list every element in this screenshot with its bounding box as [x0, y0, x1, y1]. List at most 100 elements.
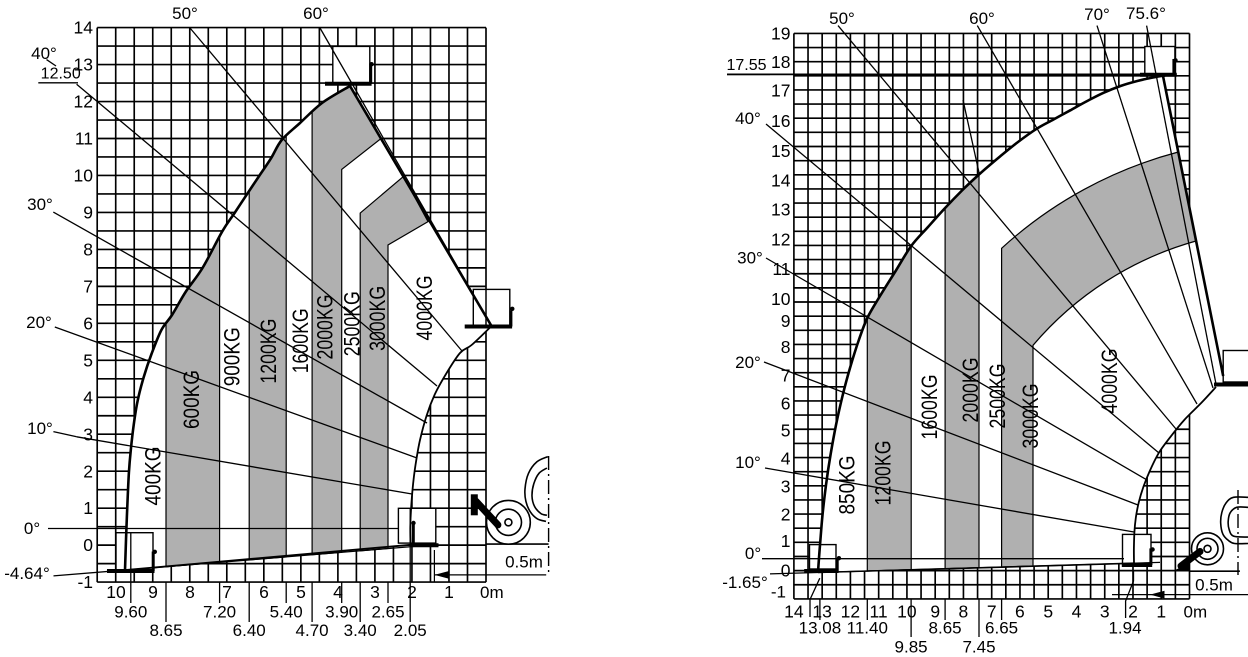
svg-text:1.94: 1.94	[1108, 619, 1141, 638]
svg-text:20°: 20°	[735, 353, 761, 372]
svg-text:7.45: 7.45	[962, 638, 995, 657]
svg-text:5: 5	[1043, 602, 1053, 622]
svg-text:4: 4	[1072, 602, 1082, 622]
svg-text:14: 14	[771, 171, 791, 191]
svg-text:9: 9	[781, 311, 791, 331]
svg-text:6: 6	[259, 582, 269, 602]
svg-text:0.5m: 0.5m	[505, 553, 543, 572]
svg-text:3: 3	[83, 424, 93, 444]
svg-text:5: 5	[83, 350, 93, 370]
svg-text:12: 12	[74, 92, 93, 112]
svg-text:1: 1	[83, 498, 93, 518]
svg-text:0°: 0°	[745, 544, 761, 563]
svg-text:17: 17	[771, 81, 790, 101]
svg-text:13: 13	[771, 200, 790, 220]
svg-text:1200KG: 1200KG	[870, 441, 895, 506]
svg-text:11.40: 11.40	[847, 619, 888, 638]
svg-text:3000KG: 3000KG	[1018, 384, 1043, 449]
svg-text:9.85: 9.85	[895, 638, 928, 657]
svg-text:8.65: 8.65	[149, 621, 182, 640]
svg-text:10°: 10°	[27, 419, 53, 438]
svg-text:20°: 20°	[26, 313, 52, 332]
svg-text:-1: -1	[771, 583, 786, 602]
svg-text:0.5m: 0.5m	[1195, 576, 1233, 595]
svg-text:4000KG: 4000KG	[1097, 349, 1122, 414]
svg-text:1: 1	[1156, 602, 1166, 622]
svg-text:1: 1	[444, 582, 454, 602]
svg-text:16: 16	[771, 111, 790, 131]
svg-text:4: 4	[781, 448, 791, 468]
svg-text:8: 8	[959, 602, 969, 622]
svg-text:13: 13	[812, 602, 831, 622]
svg-text:12: 12	[771, 230, 790, 250]
svg-text:0°: 0°	[24, 519, 40, 538]
svg-text:15: 15	[771, 141, 790, 161]
svg-text:0m: 0m	[480, 583, 504, 602]
svg-text:75.6°: 75.6°	[1126, 4, 1166, 23]
svg-text:4000KG: 4000KG	[412, 276, 437, 341]
svg-text:14: 14	[74, 18, 94, 38]
svg-text:2.65: 2.65	[371, 603, 404, 622]
svg-text:30°: 30°	[27, 195, 53, 214]
svg-text:8: 8	[185, 582, 195, 602]
svg-text:40°: 40°	[735, 109, 761, 128]
svg-text:9.60: 9.60	[114, 603, 147, 622]
svg-text:6: 6	[83, 313, 93, 333]
svg-text:70°: 70°	[1084, 5, 1110, 24]
svg-text:17.55: 17.55	[726, 57, 766, 74]
svg-text:7: 7	[781, 366, 791, 386]
svg-text:9: 9	[148, 582, 158, 602]
svg-text:2000KG: 2000KG	[313, 295, 338, 360]
svg-text:900KG: 900KG	[219, 327, 244, 386]
svg-text:2: 2	[1128, 602, 1138, 622]
svg-text:6.65: 6.65	[985, 619, 1018, 638]
svg-text:30°: 30°	[737, 249, 763, 268]
svg-text:4: 4	[333, 582, 343, 602]
svg-text:11: 11	[772, 259, 790, 279]
svg-text:3.40: 3.40	[344, 621, 377, 640]
svg-text:2000KG: 2000KG	[958, 358, 983, 423]
svg-text:9: 9	[83, 203, 93, 223]
svg-text:4.70: 4.70	[296, 621, 329, 640]
svg-text:5: 5	[296, 582, 306, 602]
svg-text:5.40: 5.40	[270, 603, 303, 622]
svg-text:13.08: 13.08	[799, 619, 842, 638]
svg-text:400KG: 400KG	[140, 447, 165, 506]
svg-text:2: 2	[83, 461, 93, 481]
svg-text:8: 8	[83, 239, 93, 259]
svg-text:600KG: 600KG	[179, 370, 204, 429]
svg-text:3000KG: 3000KG	[365, 286, 390, 351]
svg-text:18: 18	[771, 52, 790, 72]
svg-text:60°: 60°	[969, 9, 995, 28]
svg-text:1600KG: 1600KG	[288, 308, 313, 373]
svg-text:12.50: 12.50	[41, 66, 81, 83]
svg-text:1600KG: 1600KG	[917, 375, 942, 440]
svg-text:40°: 40°	[31, 44, 57, 63]
svg-text:0: 0	[83, 535, 93, 555]
svg-text:3.90: 3.90	[325, 603, 358, 622]
svg-text:10: 10	[897, 602, 917, 622]
svg-text:7: 7	[83, 276, 93, 296]
svg-text:0: 0	[781, 560, 791, 580]
svg-text:3: 3	[1100, 602, 1110, 622]
svg-text:6: 6	[1015, 602, 1025, 622]
svg-text:10: 10	[74, 166, 94, 186]
svg-text:2500KG: 2500KG	[340, 291, 365, 356]
svg-text:10: 10	[771, 289, 791, 309]
svg-text:-1.65°: -1.65°	[722, 573, 768, 592]
svg-text:3: 3	[781, 477, 791, 497]
svg-text:11: 11	[870, 602, 888, 622]
svg-text:-4.64°: -4.64°	[4, 564, 50, 583]
svg-text:7: 7	[222, 582, 232, 602]
svg-text:6.40: 6.40	[233, 621, 266, 640]
svg-text:3: 3	[370, 582, 380, 602]
svg-text:8: 8	[781, 337, 791, 357]
svg-text:2: 2	[781, 504, 791, 524]
svg-text:50°: 50°	[172, 4, 198, 23]
svg-text:1: 1	[781, 531, 791, 551]
svg-text:0m: 0m	[1184, 603, 1208, 622]
svg-text:6: 6	[781, 393, 791, 413]
svg-text:12: 12	[841, 602, 860, 622]
svg-text:850KG: 850KG	[834, 456, 859, 515]
svg-text:9: 9	[930, 602, 940, 622]
